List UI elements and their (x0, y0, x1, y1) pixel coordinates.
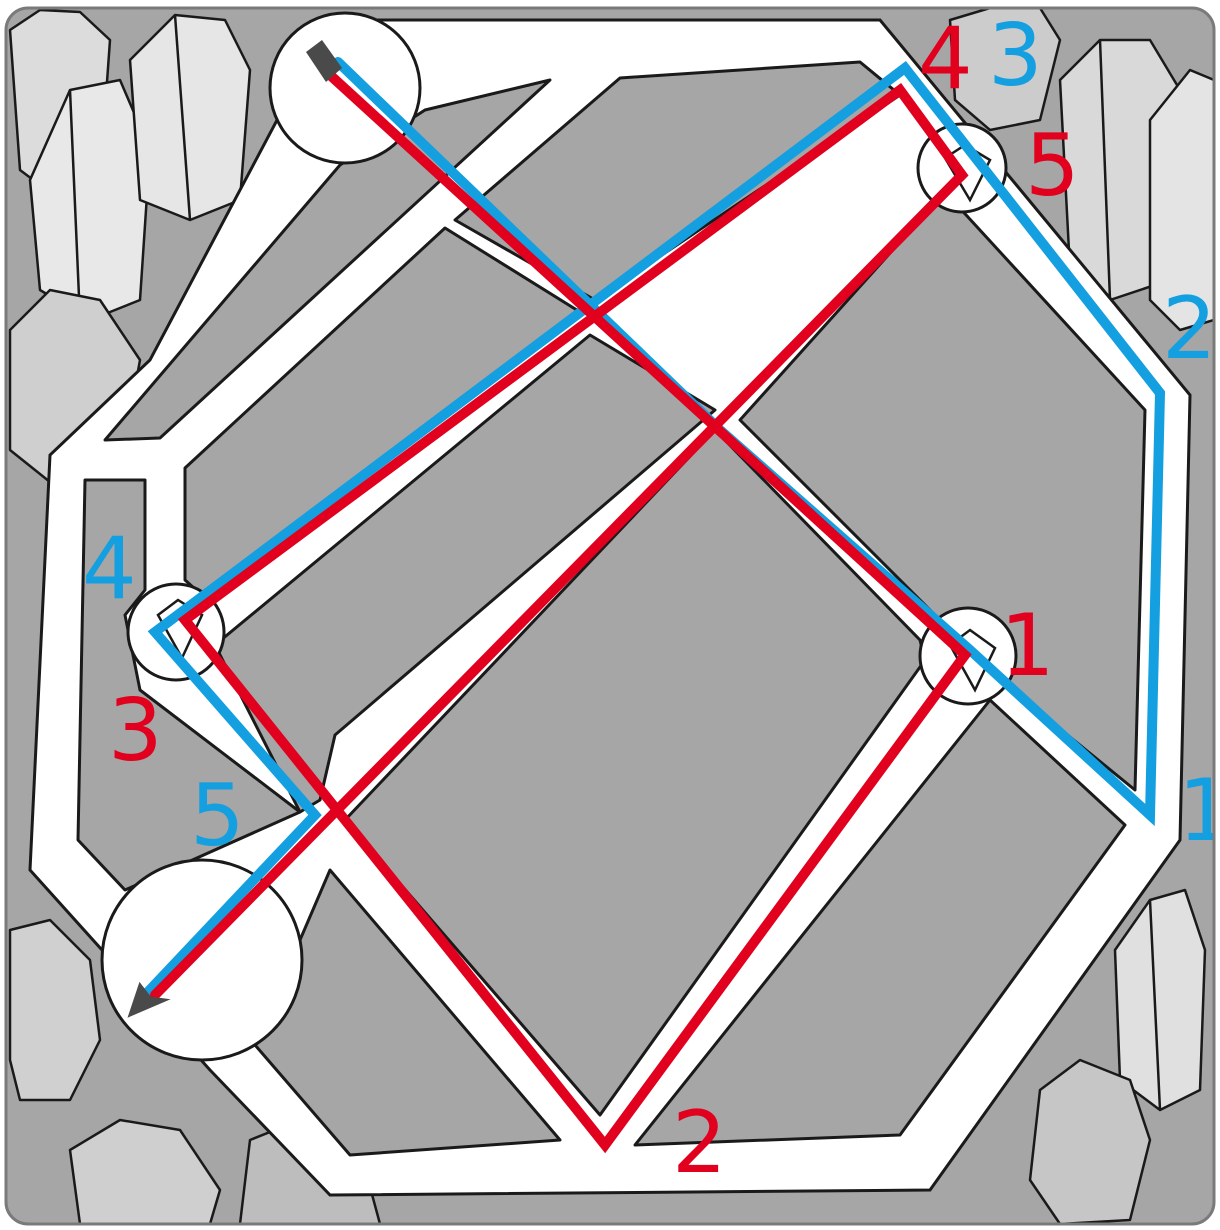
blue-label-4: 4 (82, 519, 137, 619)
blue-label-2: 2 (1162, 279, 1217, 379)
red-label-5: 5 (1025, 116, 1080, 216)
end-node (102, 860, 302, 1060)
red-label-1: 1 (1000, 596, 1055, 696)
red-label-4: 4 (918, 9, 973, 109)
red-label-3: 3 (108, 681, 163, 781)
blue-label-5: 5 (190, 766, 245, 866)
blue-label-3: 3 (988, 6, 1043, 106)
red-label-2: 2 (672, 1093, 727, 1193)
